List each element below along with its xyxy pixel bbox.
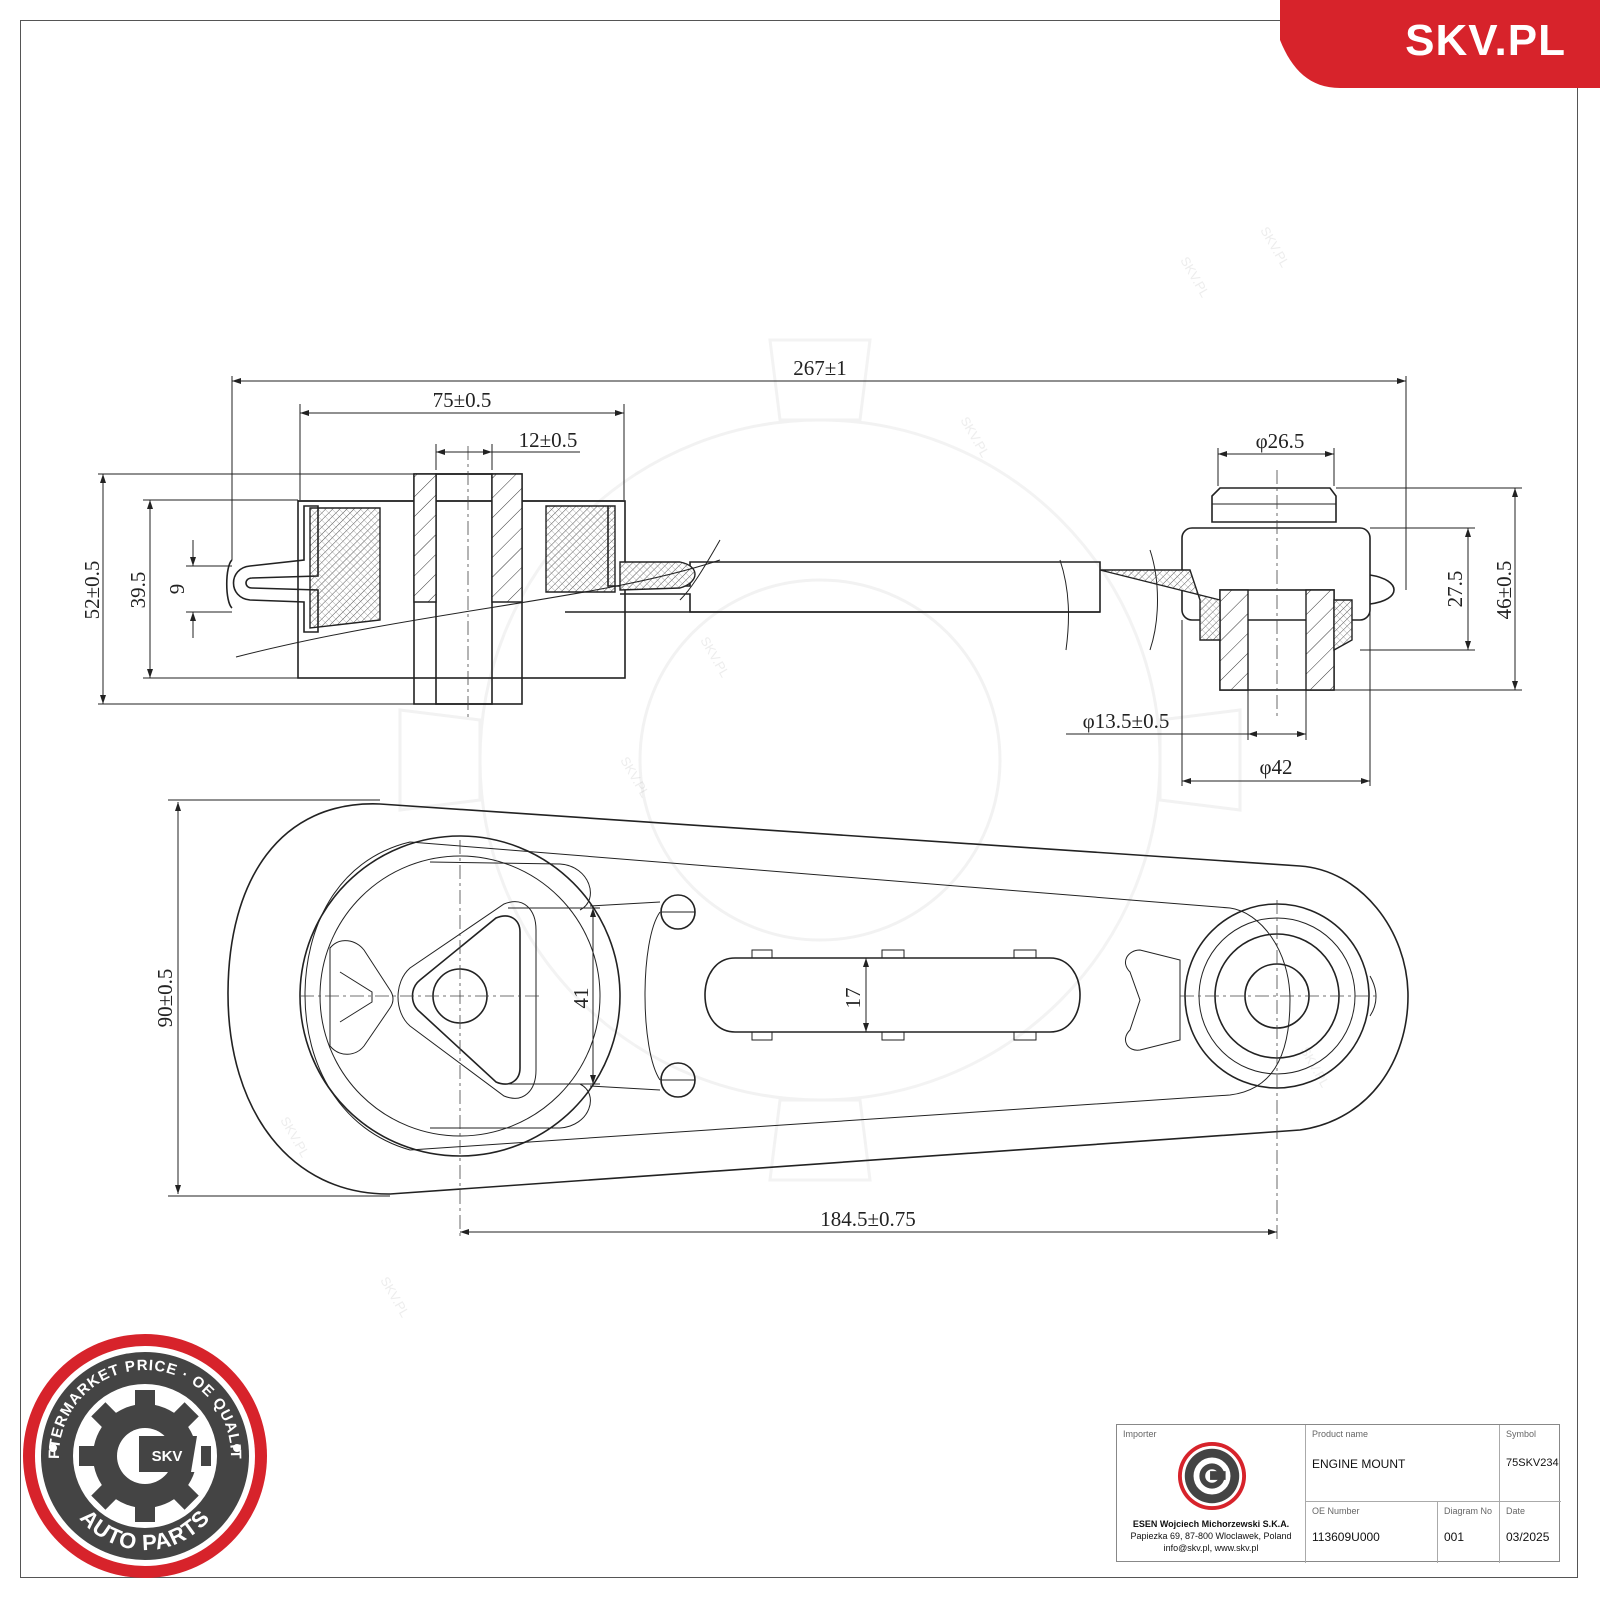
diagram-cell: Diagram No 001	[1437, 1501, 1499, 1563]
quality-seal: AFTERMARKET PRICE · OE QUALITY AUTO PART…	[23, 1334, 267, 1578]
svg-text:SKV.PL: SKV.PL	[277, 1114, 312, 1160]
svg-text:SKV.PL: SKV.PL	[1177, 254, 1212, 300]
symbol-cell: Symbol 75SKV234	[1499, 1425, 1561, 1501]
oe-cell: OE Number 113609U000	[1305, 1501, 1437, 1563]
dim-left-height: 52±0.5	[80, 561, 104, 620]
diagram-value: 001	[1444, 1530, 1465, 1544]
dim-right-height: 46±0.5	[1492, 561, 1516, 620]
title-block: Importer ESEN Wojciech Michorzewski S.K.…	[1116, 1424, 1561, 1563]
dim-flange-thickness: 9	[165, 584, 189, 595]
dim-bore-diameter: φ13.5±0.5	[1083, 709, 1170, 733]
left-flange	[232, 505, 319, 633]
plan-view: 90±0.5 41 17 184.5±0.75	[153, 799, 1409, 1240]
dim-bushing-diameter: φ42	[1259, 755, 1292, 779]
drawing-frame	[20, 20, 1578, 1578]
dim-total-length: 267±1	[793, 356, 847, 380]
date-cell: Date 03/2025	[1499, 1501, 1561, 1563]
importer-cell: Importer ESEN Wojciech Michorzewski S.K.…	[1117, 1425, 1305, 1563]
svg-text:SKV.PL: SKV.PL	[697, 634, 732, 680]
oe-label: OE Number	[1312, 1506, 1360, 1516]
importer-seal-icon	[1177, 1441, 1247, 1511]
side-view: 267±1 75±0.5 12±0.5 φ26.5 52±0.5 39.5 9	[80, 356, 1522, 786]
rubber-left	[309, 507, 381, 629]
date-label: Date	[1506, 1506, 1526, 1516]
dim-right-inner-height: 27.5	[1443, 571, 1467, 608]
svg-text:SKV: SKV	[152, 1448, 183, 1465]
dim-cap-diameter: φ26.5	[1256, 429, 1305, 453]
importer-address: Papiezka 69, 87-800 Wloclawek, Poland	[1130, 1531, 1292, 1541]
product-cell: Product name ENGINE MOUNT	[1305, 1425, 1499, 1501]
oe-value: 113609U000	[1312, 1530, 1380, 1544]
arm-side	[607, 506, 1101, 613]
svg-text:SKV.PL: SKV.PL	[617, 754, 652, 800]
date-value: 03/2025	[1506, 1530, 1550, 1544]
watermark-gear	[398, 338, 1242, 1182]
product-value: ENGINE MOUNT	[1312, 1457, 1406, 1471]
symbol-label: Symbol	[1506, 1429, 1537, 1439]
dim-left-inner-height: 39.5	[126, 572, 150, 609]
dim-slot-width: 17	[841, 988, 865, 1009]
right-rubber	[1099, 569, 1221, 641]
svg-text:SKV.PL: SKV.PL	[1297, 1044, 1332, 1090]
rubber-right	[545, 505, 616, 593]
brand-logo-text: SKV.PL	[1405, 16, 1566, 65]
symbol-value: 75SKV234	[1506, 1457, 1559, 1469]
svg-text:SKV.PL: SKV.PL	[377, 1274, 412, 1320]
dim-bolt-width: 12±0.5	[519, 428, 578, 452]
dim-center-distance: 184.5±0.75	[820, 1207, 916, 1231]
center-triangle	[411, 915, 521, 1085]
center-slot	[704, 957, 1081, 1033]
product-label: Product name	[1312, 1429, 1369, 1439]
arm-outline	[227, 803, 1409, 1195]
dim-triangle: 41	[569, 988, 593, 1009]
importer-label: Importer	[1123, 1429, 1157, 1439]
importer-name: ESEN Wojciech Michorzewski S.K.A.	[1132, 1519, 1290, 1529]
importer-contact: info@skv.pl, www.skv.pl	[1163, 1543, 1259, 1553]
dim-body-width: 75±0.5	[433, 388, 492, 412]
dim-plan-width: 90±0.5	[153, 969, 177, 1028]
brand-banner	[1280, 0, 1600, 88]
diagram-label: Diagram No	[1444, 1506, 1493, 1516]
bushing-cap	[1211, 487, 1337, 523]
svg-text:SKV.PL: SKV.PL	[1257, 224, 1292, 270]
